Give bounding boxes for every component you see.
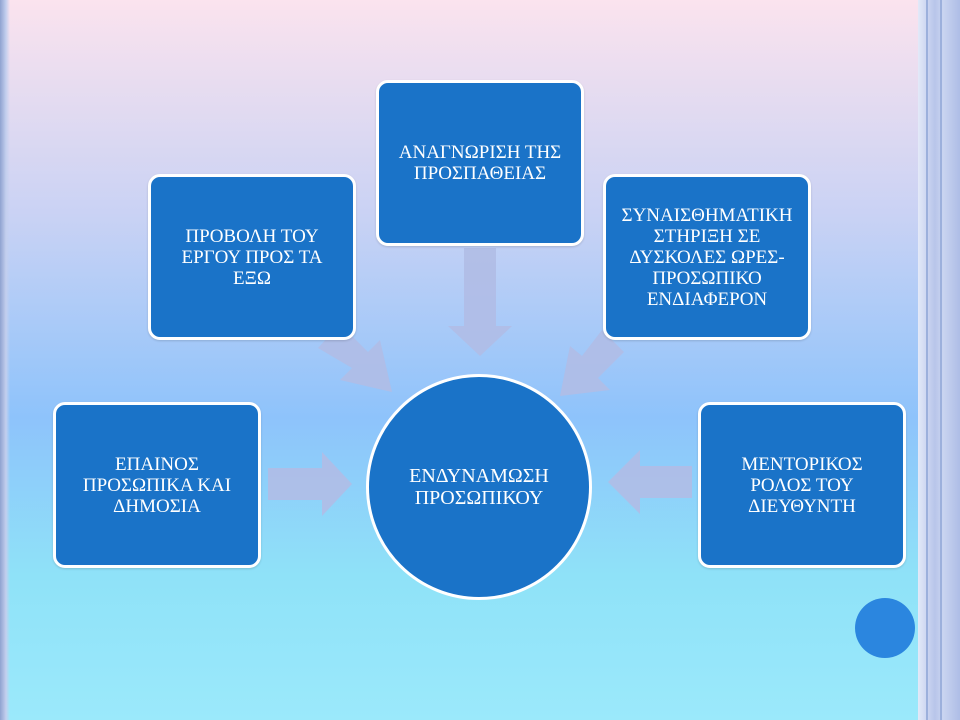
slide-left-border (0, 0, 10, 720)
node-upper-left: ΠΡΟΒΟΛΗ ΤΟΥ ΕΡΓΟΥ ΠΡΟΣ ΤΑ ΕΞΩ (148, 174, 356, 340)
arrow-from-left (268, 452, 352, 516)
border-line (940, 0, 942, 720)
slide-right-border (918, 0, 960, 720)
border-line (926, 0, 928, 720)
node-right: ΜΕΝΤΟΡΙΚΟΣ ΡΟΛΟΣ ΤΟΥ ΔΙΕΥΘΥΝΤΗ (698, 402, 906, 568)
arrow-from-right (608, 450, 692, 514)
arrow-from-top (448, 248, 512, 356)
node-upper-right: ΣΥΝΑΙΣΘΗΜΑΤΙΚΗ ΣΤΗΡΙΞΗ ΣΕ ΔΥΣΚΟΛΕΣ ΩΡΕΣ-… (603, 174, 811, 340)
arrow-from-upper-left (318, 324, 392, 392)
node-top: ΑΝΑΓΝΩΡΙΣΗ ΤΗΣ ΠΡΟΣΠΑΘΕΙΑΣ (376, 80, 584, 246)
node-left: ΕΠΑΙΝΟΣ ΠΡΟΣΩΠΙΚΑ ΚΑΙ ΔΗΜΟΣΙΑ (53, 402, 261, 568)
arrow-from-upper-right (560, 330, 624, 396)
center-node: ΕΝΔΥΝΑΜΩΣΗ ΠΡΟΣΩΠΙΚΟΥ (366, 374, 592, 600)
decorative-circle (855, 598, 915, 658)
